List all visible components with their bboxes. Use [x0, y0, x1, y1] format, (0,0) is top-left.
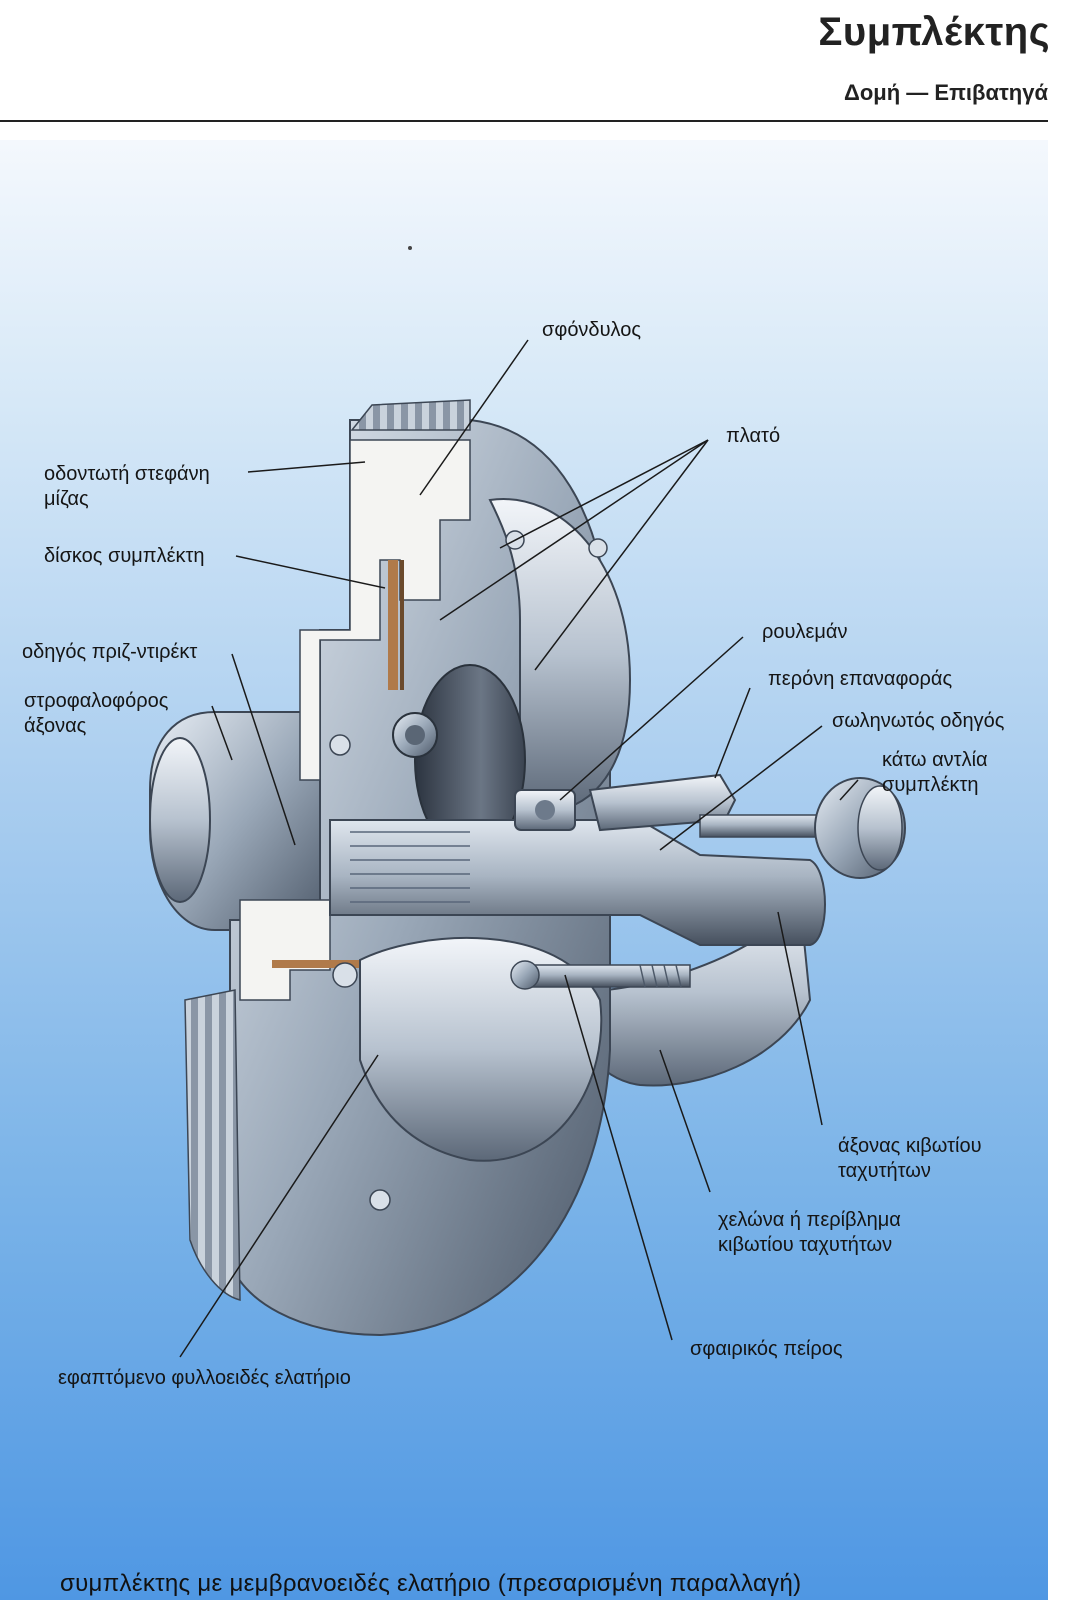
pressure-plate-lower — [359, 936, 603, 1162]
label-slave-cylinder-line1: κάτω αντλία — [882, 749, 988, 771]
label-ball-pin: σφαιρικός πείρος — [690, 1338, 843, 1360]
label-ring-gear-line1: οδοντωτή στεφάνη — [44, 463, 210, 485]
label-slave-cylinder-line2: συμπλέκτη — [882, 774, 979, 796]
label-flywheel: σφόνδυλος — [542, 319, 641, 341]
label-gearbox-shaft: άξονας κιβωτίου ταχυτήτων — [838, 1134, 982, 1184]
label-gearbox-shaft-line2: ταχυτήτων — [838, 1160, 931, 1182]
label-gearbox-housing: χελώνα ή περίβλημα κιβωτίου ταχυτήτων — [718, 1208, 901, 1258]
page-title: Συμπλέκτης — [818, 10, 1050, 54]
flywheel-cut-face — [299, 439, 471, 781]
return-fork-shape — [588, 773, 737, 832]
label-pilot-bearing: οδηγός πριζ-ντιρέκτ — [22, 641, 198, 663]
label-release-bearing: ρουλεμάν — [762, 621, 848, 643]
clutch-disc-lining — [388, 560, 398, 690]
label-slave-cylinder: κάτω αντλία συμπλέκτη — [882, 748, 988, 798]
label-clutch-disc: δίσκος συμπλέκτη — [44, 545, 205, 567]
leader-lines — [179, 339, 859, 1358]
label-pressure-plate: πλατό — [726, 425, 781, 447]
header-rule — [0, 120, 1048, 122]
label-crankshaft: στροφαλοφόρος άξονας — [24, 689, 168, 739]
label-gearbox-shaft-line1: άξονας κιβωτίου — [838, 1135, 982, 1157]
gearbox-shaft-shape — [329, 819, 826, 946]
label-tubular-guide: σωληνωτός οδηγός — [832, 710, 1005, 732]
label-ring-gear: οδοντωτή στεφάνη μίζας — [44, 462, 210, 512]
label-ring-gear-line2: μίζας — [44, 488, 89, 510]
ring-gear-teeth — [184, 989, 241, 1301]
page-subtitle: Δομή — Επιβατηγά — [844, 80, 1048, 105]
label-leaf-spring: εφαπτόμενο φυλλοειδές ελατήριο — [58, 1367, 351, 1389]
clutch-assembly — [149, 246, 906, 1337]
pressure-plate-cover — [488, 498, 632, 811]
slave-cylinder-rod — [699, 814, 831, 838]
label-crankshaft-line1: στροφαλοφόρος — [24, 690, 169, 712]
label-return-fork: περόνη επαναφοράς — [768, 668, 953, 690]
label-gearbox-housing-line1: χελώνα ή περίβλημα — [718, 1209, 901, 1231]
crankshaft-end — [149, 737, 211, 903]
label-crankshaft-line2: άξονας — [24, 715, 87, 737]
ring-gear-top — [350, 399, 471, 431]
label-gearbox-housing-line2: κιβωτίου ταχυτήτων — [718, 1234, 893, 1256]
diagram-caption: συμπλέκτης με μεμβρανοειδές ελατήριο (πρ… — [60, 1570, 802, 1597]
